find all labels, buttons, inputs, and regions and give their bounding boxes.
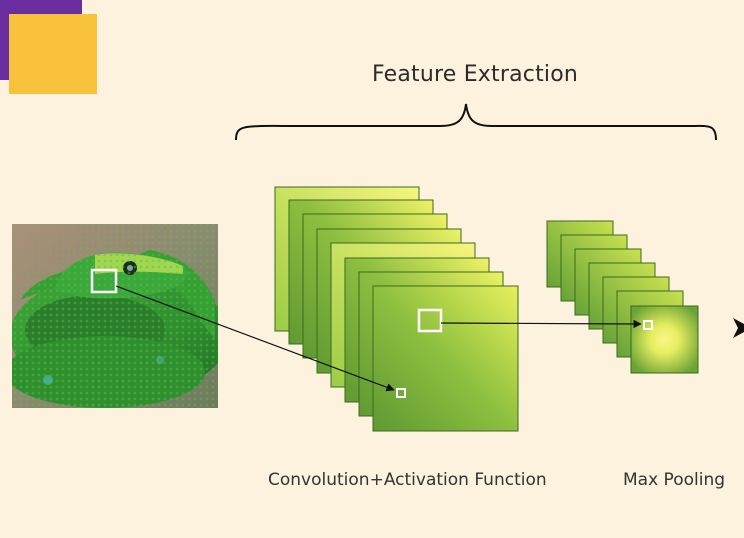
conv-selection-box — [417, 308, 443, 333]
conv-map-front — [372, 285, 519, 432]
pool-output-pixel — [643, 320, 653, 330]
conv-output-pixel — [396, 388, 406, 398]
diagram-title: Feature Extraction — [371, 62, 579, 87]
input-to-conv-arrow — [115, 285, 395, 392]
input-selection-box — [90, 268, 118, 294]
input-image — [12, 224, 218, 408]
pool-label: Max Pooling — [623, 470, 726, 490]
next-stage-arrow-edge — [733, 318, 744, 338]
pool-map-front — [630, 305, 699, 374]
decorative-yellow-square — [9, 14, 97, 94]
conv-feature-maps — [274, 186, 519, 432]
pool-feature-maps — [546, 220, 699, 374]
feature-extraction-brace — [235, 103, 717, 141]
conv-label: Convolution+Activation Function — [268, 470, 547, 490]
conv-to-pool-arrow — [440, 319, 642, 329]
